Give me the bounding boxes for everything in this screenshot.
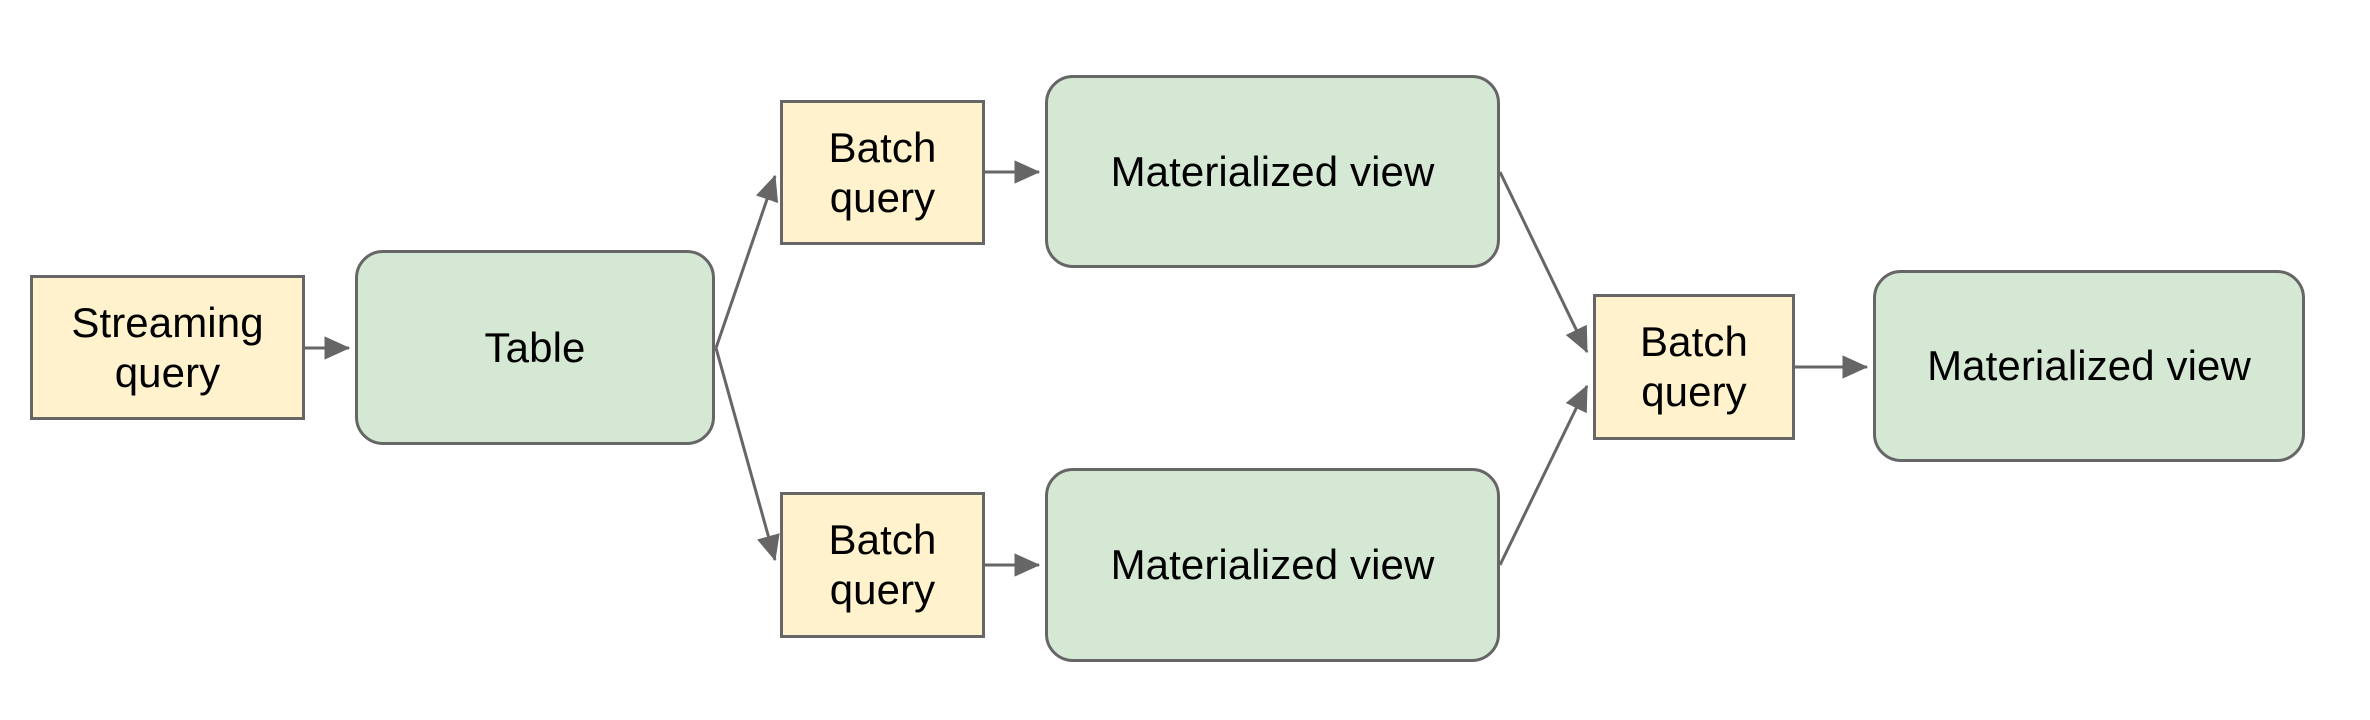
node-label: Materialized view: [1110, 147, 1435, 195]
node-batch-query-bottom[interactable]: Batch query: [780, 492, 985, 638]
node-materialized-view-top[interactable]: Materialized view: [1045, 75, 1500, 268]
node-label: Table: [484, 323, 586, 371]
node-label: Streaming query: [71, 298, 264, 396]
node-materialized-view-bottom[interactable]: Materialized view: [1045, 468, 1500, 662]
node-table[interactable]: Table: [355, 250, 715, 445]
node-label: Batch query: [1640, 318, 1748, 415]
edge-table-to-batch-query-bottom: [714, 347, 780, 562]
node-materialized-view-final[interactable]: Materialized view: [1873, 270, 2305, 462]
node-label: Batch query: [828, 516, 937, 613]
node-label: Materialized view: [1110, 541, 1435, 589]
edge-materialized-view-top-to-batch-query-merge: [1498, 171, 1589, 354]
edge-materialized-view-bottom-to-batch-query-merge: [1498, 384, 1589, 566]
node-label: Batch query: [828, 123, 937, 221]
node-label: Materialized view: [1927, 342, 2251, 390]
node-streaming-query[interactable]: Streaming query: [30, 275, 305, 420]
node-batch-query-merge[interactable]: Batch query: [1593, 294, 1795, 440]
edge-table-to-batch-query-top: [714, 174, 779, 349]
node-batch-query-top[interactable]: Batch query: [780, 100, 985, 245]
